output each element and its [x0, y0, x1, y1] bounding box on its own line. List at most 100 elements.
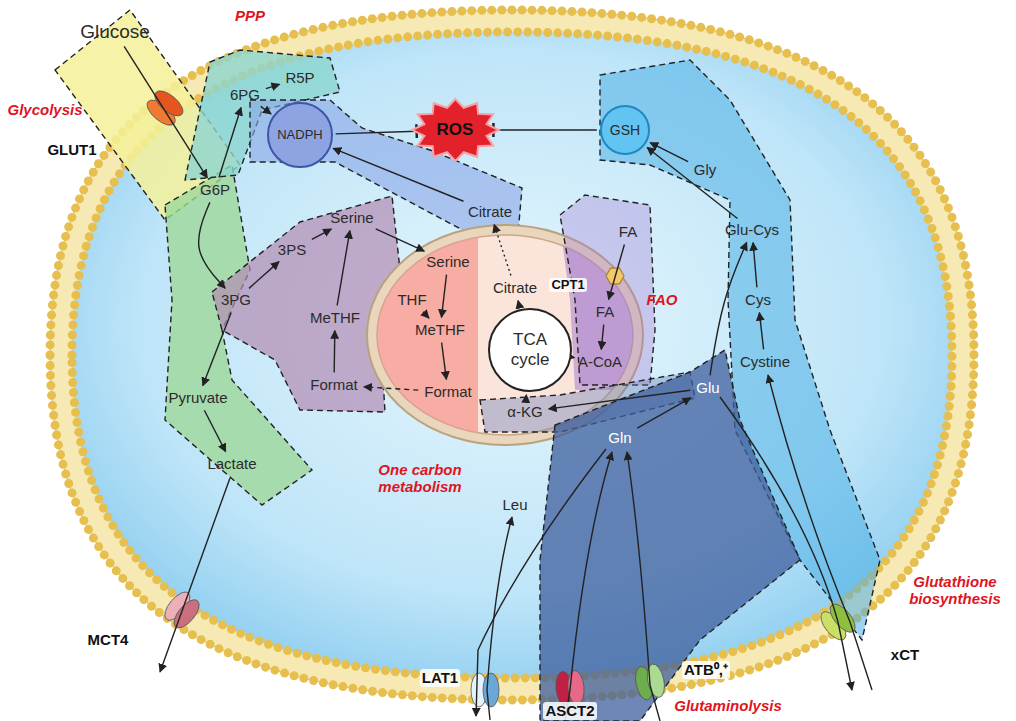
metabolite-node: 3PS [275, 240, 309, 259]
node-text: TCA cycle [498, 330, 562, 369]
reaction-arrow [376, 229, 425, 251]
reaction-arrow [204, 410, 225, 451]
metabolite-node: R5P [282, 68, 317, 87]
node-text: GSH [610, 122, 640, 138]
cofactor-circle: GSH [600, 105, 650, 155]
tca-cycle-circle: TCA cycle [488, 308, 572, 392]
pathway-name: Glutathione biosynthesis [899, 573, 1011, 608]
reaction-arrow [753, 243, 757, 288]
node-text: ROS [437, 120, 474, 140]
reaction-arrow [124, 46, 207, 177]
transport-arrows [160, 375, 872, 721]
node-text: THF [397, 291, 426, 308]
reaction-arrow [442, 343, 447, 380]
metabolite-node: 3PG [218, 290, 254, 309]
reaction-arrow [525, 395, 527, 400]
reaction-arrow [337, 231, 350, 306]
metabolite-node: Citrate [465, 202, 515, 221]
metabolite-node: A-CoA [575, 352, 625, 371]
metabolite-node: α-KG [504, 402, 545, 421]
metabolite-node: Format [421, 382, 475, 401]
transporter-name: xCT [889, 646, 921, 663]
reaction-arrow [336, 131, 417, 134]
node-text: MeTHF [415, 321, 465, 338]
pathway-regions-2 [480, 195, 800, 721]
node-text: Serine [426, 253, 469, 270]
reaction-arrow [312, 229, 331, 239]
node-text: Glu-Cys [725, 221, 779, 238]
metabolite-node: 6PG [227, 85, 263, 104]
metabolite-node: Glucose [77, 20, 153, 44]
node-text: Gln [608, 429, 631, 446]
pathway-name: PPP [235, 7, 265, 24]
node-text: Pyruvate [168, 389, 227, 406]
reaction-arrow [333, 148, 463, 201]
reaction-arrow [601, 325, 603, 350]
metabolite-node: G6P [197, 180, 233, 199]
node-text: Glu [696, 379, 719, 396]
node-text: Glucose [80, 21, 150, 43]
cytoplasm [72, 32, 952, 678]
pathway-name: One carbon metabolism [363, 461, 478, 496]
reaction-arrow [650, 143, 688, 162]
metabolite-node: Glu [693, 378, 722, 397]
transporter-name: MCT4 [86, 631, 131, 648]
cofactor-circle: NADPH [267, 102, 333, 168]
node-text: G6P [200, 181, 230, 198]
node-text: A-CoA [578, 353, 622, 370]
cell-membrane [50, 10, 974, 700]
reaction-arrow [219, 107, 241, 177]
metabolite-node: Gln [605, 428, 634, 447]
ros-burst: ROS [412, 99, 499, 161]
transporter-name: LAT1 [420, 669, 460, 686]
metabolite-node: Format [307, 375, 361, 394]
reaction-arrow [518, 301, 519, 307]
metabolite-node: FA [593, 302, 617, 321]
reaction-arrow [549, 390, 691, 409]
reaction-arrow [203, 312, 231, 385]
node-text: Serine [330, 209, 373, 226]
reaction-arrow [493, 129, 596, 130]
metabolite-node: Serine [423, 252, 472, 271]
reaction-arrow [249, 262, 279, 289]
reaction-arrow [261, 106, 271, 114]
reaction-arrow [266, 84, 280, 88]
reaction-arrow [759, 313, 763, 350]
transporter-name: GLUT1 [45, 141, 98, 158]
pathway-name: FAO [647, 291, 678, 308]
reaction-arrow [572, 356, 574, 358]
metabolite-node: Lactate [204, 454, 259, 473]
node-text: Format [424, 383, 472, 400]
reaction-arrow [199, 202, 226, 288]
metabolite-node: Citrate [490, 278, 540, 297]
reaction-arrow [494, 224, 511, 275]
node-text: FA [619, 223, 637, 240]
metabolite-node: Leu [499, 495, 530, 514]
node-text: Gly [694, 161, 717, 178]
node-text: Citrate [493, 279, 537, 296]
node-text: FA [596, 303, 614, 320]
transporter-name: ATB⁰,⁺ [682, 661, 730, 678]
reaction-arrow [423, 312, 429, 318]
reaction-arrow [637, 398, 690, 428]
transporters [143, 86, 860, 707]
pathway-name: Glutaminolysis [674, 697, 782, 714]
metabolite-node: Pyruvate [165, 388, 230, 407]
metabolite-node: Cys [742, 290, 774, 309]
pathway-name: Glycolysis [7, 101, 82, 118]
node-text: Citrate [468, 203, 512, 220]
metabolite-node: MeTHF [307, 308, 363, 327]
node-text: Lactate [207, 455, 256, 472]
metabolite-node: Cystine [737, 352, 793, 371]
node-text: α-KG [507, 403, 542, 420]
metabolite-node: MeTHF [412, 320, 468, 339]
node-text: Leu [502, 496, 527, 513]
node-text: 3PG [221, 291, 251, 308]
reaction-arrow [441, 275, 446, 318]
node-text: Format [310, 376, 358, 393]
node-text: MeTHF [310, 309, 360, 326]
metabolite-node: Glu-Cys [722, 220, 782, 239]
metabolite-node: FA [616, 222, 640, 241]
reaction-arrow [609, 245, 625, 300]
reaction-arrow [364, 387, 418, 390]
